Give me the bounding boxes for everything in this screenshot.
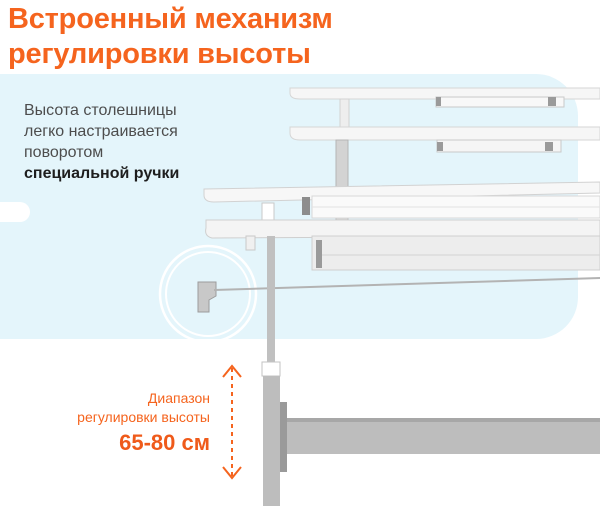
- range-value: 65-80 см: [119, 430, 210, 455]
- desk-leg: [261, 236, 600, 506]
- description-line-3: поворотом: [24, 144, 104, 161]
- description-line-1: Высота столешницы: [24, 102, 177, 119]
- upper-shelf: [289, 87, 600, 128]
- title-line-2: регулировки высоты: [8, 38, 311, 70]
- height-range-label: Диапазон регулировки высоты 65-80 см: [50, 389, 210, 459]
- description-line-2: легко настраивается: [24, 123, 178, 140]
- range-line-1: Диапазон: [147, 390, 210, 406]
- description-line-4: специальной ручки: [24, 165, 180, 182]
- description: Высота столешницы легко настраивается по…: [24, 100, 179, 184]
- crank-handle-highlight: [158, 244, 600, 344]
- height-range-arrow-icon: [222, 364, 242, 480]
- page-title: Встроенный механизм регулировки высоты: [8, 2, 333, 72]
- top-tabletop: [203, 181, 600, 226]
- main-tabletop: [205, 219, 600, 271]
- crank-handle-icon: [197, 281, 217, 313]
- title-line-1: Встроенный механизм: [8, 3, 333, 35]
- range-line-2: регулировки высоты: [77, 409, 210, 425]
